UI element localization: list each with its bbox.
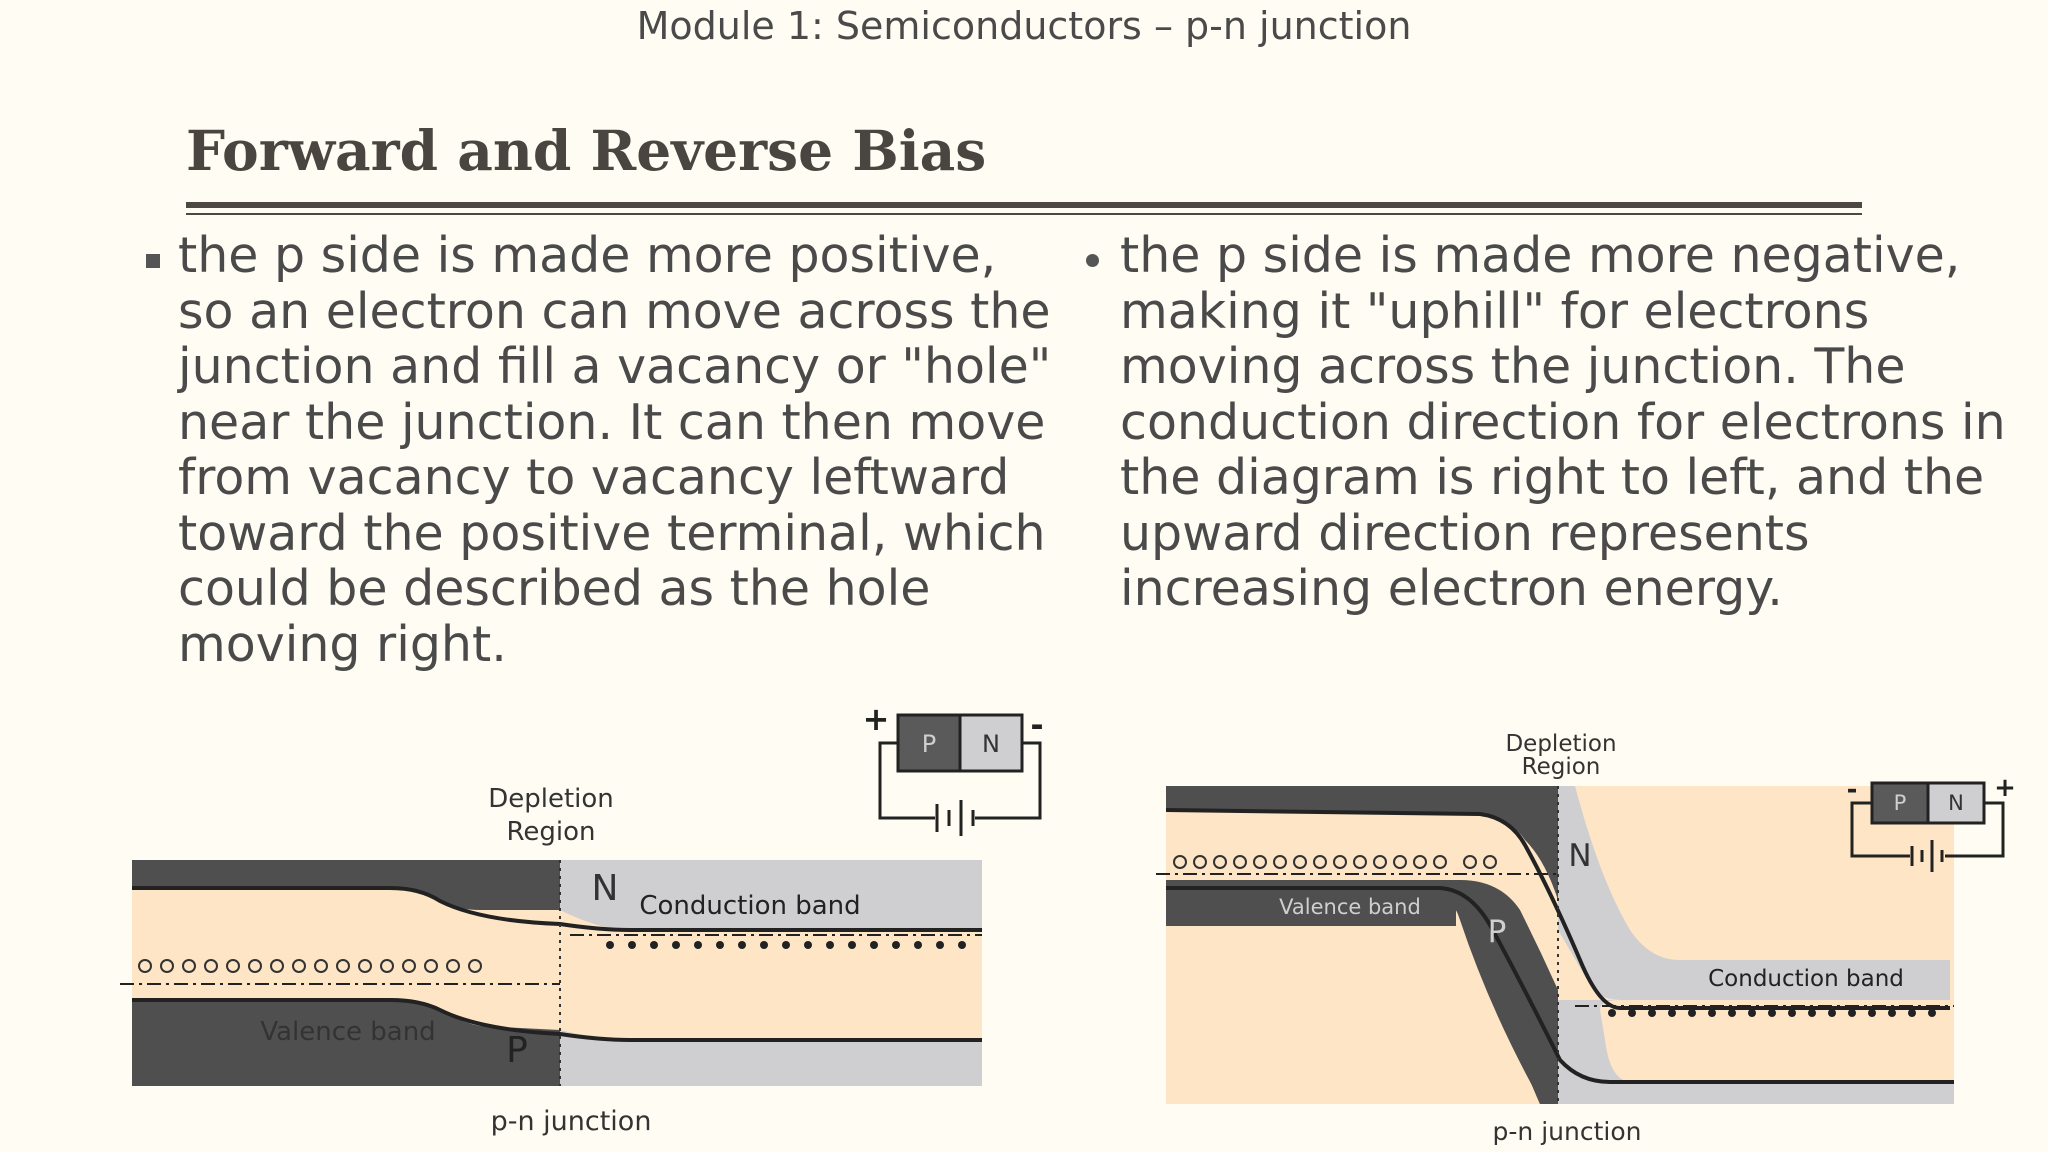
forward-bias-diagram: Depletion Region N Conduction band Valen…: [120, 700, 1044, 1137]
module-header: Module 1: Semiconductors – p-n junction: [636, 4, 1412, 48]
reverse-n-label: N: [1568, 838, 1591, 874]
forward-valence-band-n: [560, 1030, 982, 1086]
reverse-depletion-label-2: Region: [1522, 754, 1601, 780]
forward-depletion-label-2: Region: [506, 817, 595, 847]
reverse-battery-n: N: [1948, 791, 1964, 815]
forward-valence-band-p: [132, 1000, 560, 1086]
forward-conduction-band-label: Conduction band: [639, 891, 860, 921]
reverse-bias-description: the p side is made more negative, making…: [1120, 227, 2006, 617]
forward-p-label: P: [506, 1030, 528, 1071]
reverse-depletion-label-1: Depletion: [1505, 731, 1616, 757]
reverse-conduction-band-p: [1166, 786, 1558, 900]
forward-n-label: N: [592, 868, 619, 909]
slide-title: Forward and Reverse Bias: [186, 118, 987, 183]
round-bullet-icon: [1086, 254, 1099, 267]
reverse-valence-band-label: Valence band: [1279, 895, 1421, 919]
forward-valence-band-label: Valence band: [260, 1017, 435, 1047]
forward-depletion-label-1: Depletion: [488, 784, 614, 814]
title-underline-thin: [186, 213, 1862, 215]
reverse-holes: [1173, 855, 1497, 869]
reverse-battery-icon: P N - +: [1847, 773, 2016, 872]
reverse-n-gray-upper: [1558, 786, 1950, 1000]
reverse-valence-edge: [1166, 886, 1954, 1084]
forward-conduction-edge: [132, 886, 982, 932]
forward-caption: p-n junction: [491, 1106, 652, 1137]
forward-bias-description: the p side is made more positive, so an …: [178, 227, 1052, 673]
reverse-plus-label: +: [1994, 773, 2016, 803]
reverse-electrons: [1608, 1009, 1936, 1017]
title-underline: [186, 202, 1862, 208]
forward-battery-n: N: [982, 730, 1000, 758]
reverse-battery-p: P: [1894, 791, 1907, 815]
square-bullet-icon: [146, 254, 160, 268]
forward-n-gap: [560, 940, 982, 1040]
reverse-conduction-band-label: Conduction band: [1708, 966, 1904, 992]
forward-conduction-band-p: [132, 860, 560, 910]
forward-plus-label: +: [863, 700, 890, 738]
forward-battery-p: P: [922, 730, 936, 758]
reverse-n-peach: [1558, 930, 1950, 1104]
reverse-p-label: P: [1488, 914, 1507, 950]
forward-holes: [138, 959, 482, 973]
reverse-caption: p-n junction: [1493, 1117, 1642, 1146]
forward-valence-edge: [132, 998, 982, 1042]
forward-battery-icon: P N + -: [863, 700, 1044, 836]
reverse-bias-diagram: Depletion Region N Valence band P Conduc…: [1156, 731, 2016, 1146]
reverse-conduction-edge: [1165, 808, 1950, 1010]
forward-minus-label: -: [1030, 706, 1043, 744]
reverse-minus-label: -: [1847, 775, 1858, 805]
forward-electrons: [606, 941, 966, 949]
